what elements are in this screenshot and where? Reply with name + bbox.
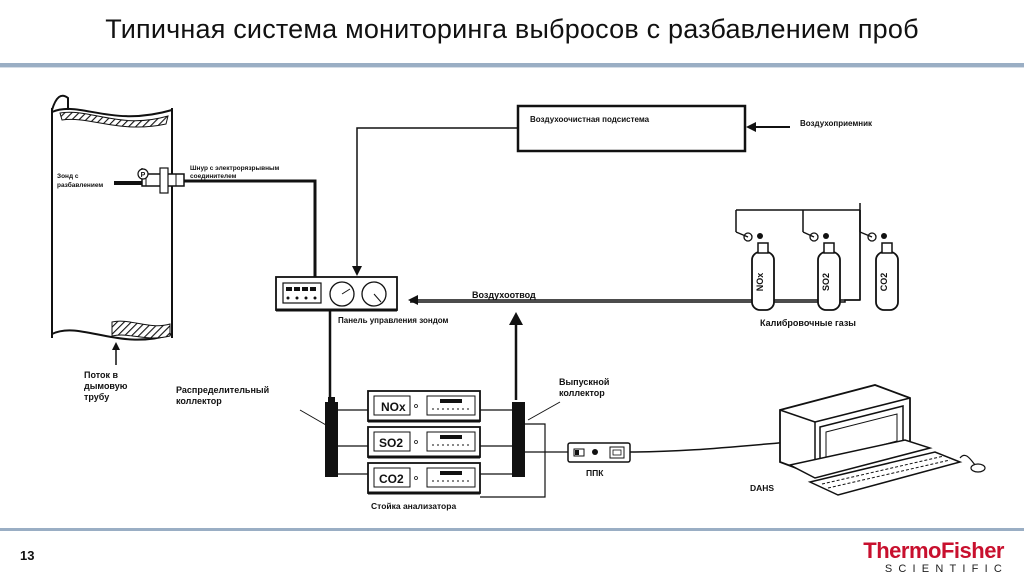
dahs-computer-icon (779, 384, 986, 496)
header-rule (0, 63, 1024, 67)
logo-line2: SCIENTIFIC (884, 563, 1008, 575)
air-cleaning-box (516, 104, 747, 153)
page-number: 13 (20, 548, 35, 563)
umbilical-label: Шнур с электрорязрывным соединителем (190, 165, 281, 180)
dahs-label: DAHS (750, 483, 774, 493)
exhaust-arrow-icon (509, 312, 523, 400)
analyzer-nox: NOx (367, 390, 481, 423)
probe-panel-label: Панель управления зондом (338, 316, 449, 325)
probe-control-panel (275, 276, 398, 312)
cylinder-so2-icon: SO2 (802, 231, 841, 311)
pressure-gauge-icon: P (137, 168, 149, 180)
cylinder-co2-icon: CO2 (859, 231, 899, 311)
svg-text:SO2: SO2 (379, 436, 403, 450)
analyzer-rack-label: Стойка анализатора (371, 501, 456, 511)
logo-line1: ThermoFisher (863, 538, 1004, 563)
analyzer-so2: SO2 (367, 426, 481, 459)
exhaust-manifold (512, 402, 525, 477)
exhaust-label: Воздухоотвод (472, 290, 536, 300)
cylinder-nox-icon: NOx (735, 231, 775, 311)
thermo-fisher-logo: ThermoFisher SCIENTIFIC (863, 540, 1004, 576)
svg-text:CO2: CO2 (379, 472, 404, 486)
distribution-manifold-label: Распределительный коллектор (176, 385, 272, 406)
footer-rule (0, 528, 1024, 531)
probe-label: Зонд с разбавлением (57, 173, 103, 189)
svg-text:SO2: SO2 (821, 273, 831, 291)
stack (51, 94, 173, 341)
analyzer-co2: CO2 (367, 462, 481, 495)
calibration-gases-label: Калибровочные газы (760, 318, 856, 328)
gauge-symbol: P (141, 172, 146, 179)
air-intake-label: Воздухоприемник (800, 119, 873, 128)
header-rule-light (0, 67, 1024, 68)
plc-label: ППК (586, 468, 604, 478)
distribution-manifold (325, 402, 338, 477)
air-intake-arrow-icon (746, 122, 790, 132)
stack-flow-label: Поток в дымовую трубу (84, 370, 130, 402)
air-cleaning-label: Воздухоочистная подсистема (530, 115, 650, 124)
svg-text:NOx: NOx (381, 400, 406, 414)
stack-flow-arrow-icon (112, 342, 120, 365)
plc-device (567, 442, 631, 463)
svg-text:NOx: NOx (755, 273, 765, 292)
svg-text:CO2: CO2 (879, 273, 889, 292)
probe (114, 167, 185, 194)
exhaust-manifold-label: Выпускной коллектор (559, 377, 612, 398)
slide-title: Типичная система мониторинга выбросов с … (105, 14, 919, 44)
